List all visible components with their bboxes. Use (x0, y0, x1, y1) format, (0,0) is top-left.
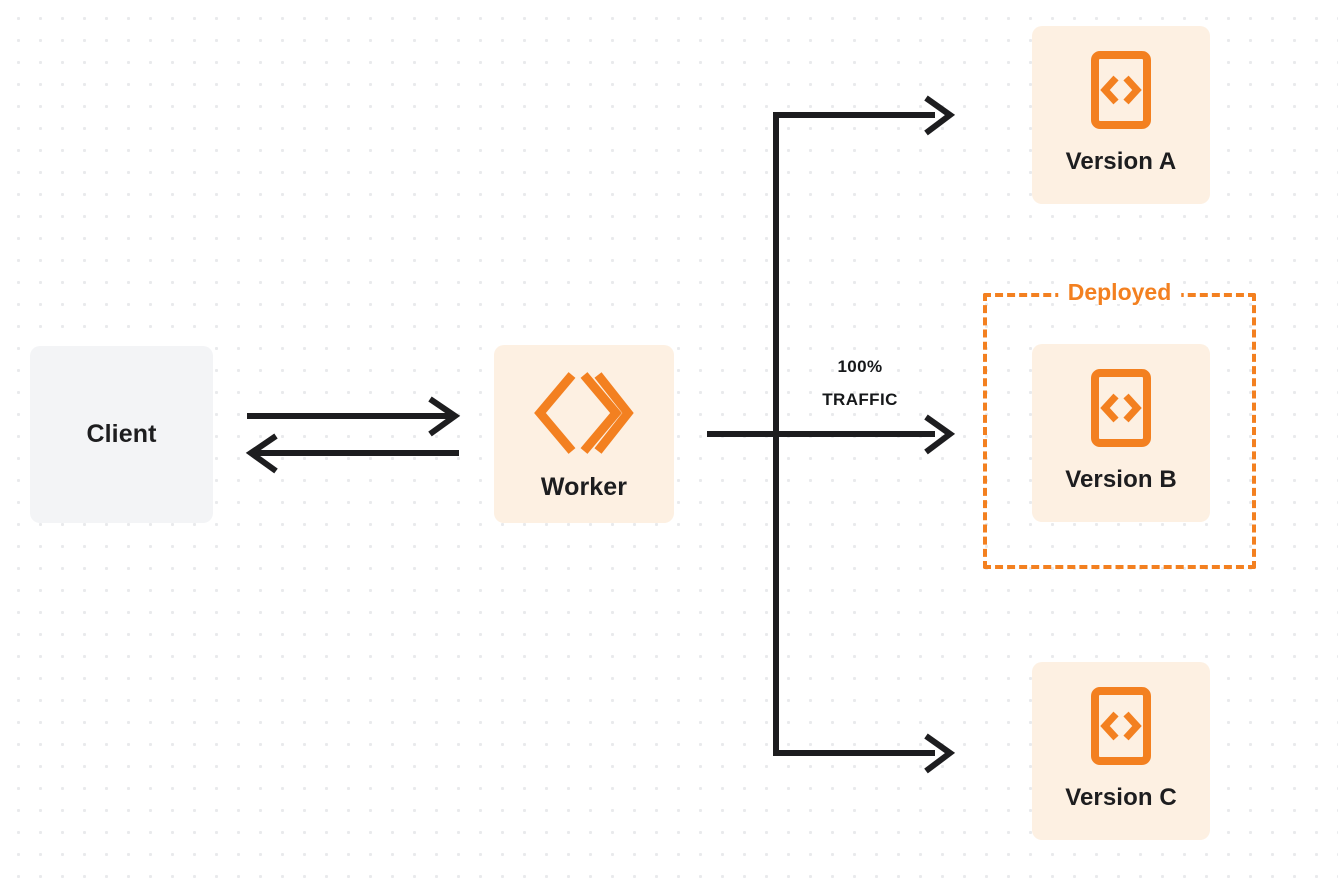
client-label: Client (86, 420, 157, 448)
node-version-a[interactable]: Version A (1032, 26, 1210, 204)
deployed-group-label: Deployed (1057, 281, 1182, 305)
traffic-label: 100% TRAFFIC (790, 350, 930, 416)
version-c-label: Version C (1065, 784, 1177, 811)
version-a-label: Version A (1065, 148, 1177, 175)
arrow-client-to-worker (247, 396, 461, 437)
code-file-icon (1090, 368, 1152, 448)
code-file-icon (1090, 50, 1152, 130)
worker-label: Worker (540, 473, 628, 501)
arrow-to-version-c (924, 733, 956, 774)
traffic-percent: 100% (837, 357, 883, 376)
node-version-b[interactable]: Version B (1032, 344, 1210, 522)
arrow-to-version-a (924, 95, 956, 136)
cloudflare-workers-logo-icon (534, 367, 634, 459)
arrow-to-version-b (924, 414, 956, 455)
code-file-icon (1090, 686, 1152, 766)
group-deployed: Deployed (983, 281, 1256, 569)
traffic-split-trunk (707, 112, 935, 756)
arrow-worker-to-client (245, 433, 459, 474)
traffic-word: TRAFFIC (822, 390, 898, 410)
node-worker[interactable]: Worker (494, 345, 674, 523)
node-client[interactable]: Client (30, 346, 213, 523)
node-version-c[interactable]: Version C (1032, 662, 1210, 840)
version-b-label: Version B (1065, 466, 1177, 493)
